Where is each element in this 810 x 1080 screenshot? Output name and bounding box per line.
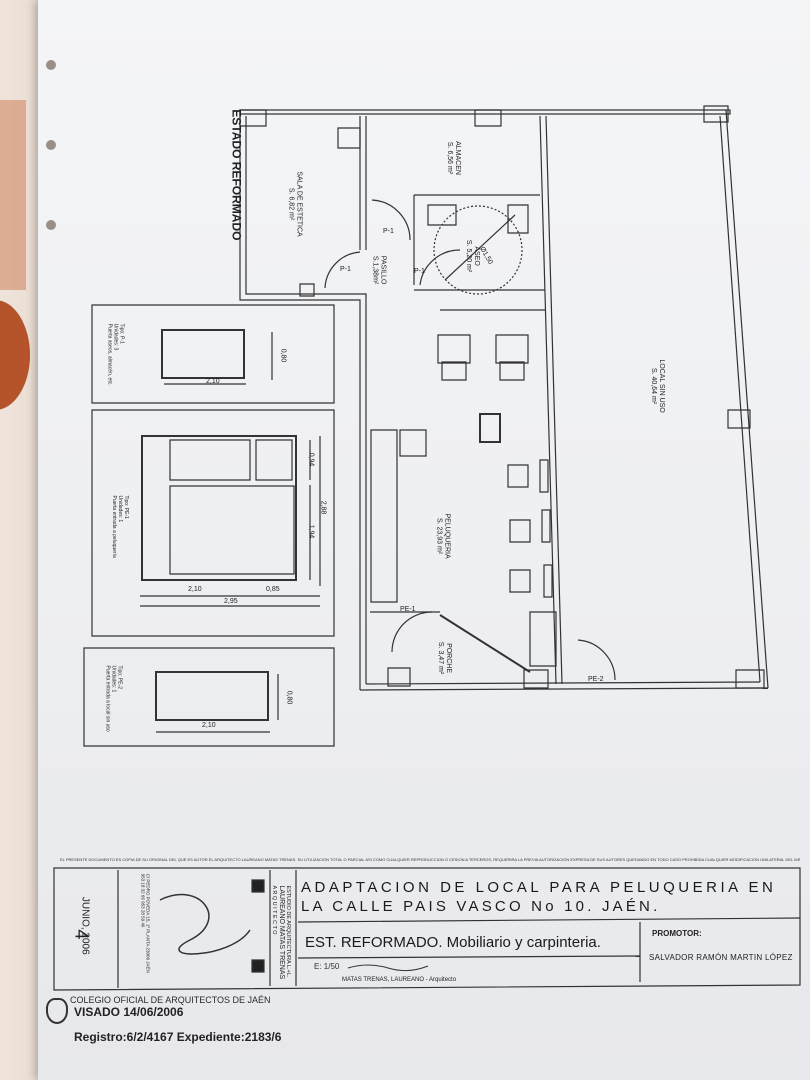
wall-left-inner bbox=[246, 116, 366, 684]
studio-address: C/ PEDRO POVEDA 15, 1º PLANTA 23009 JAÉN… bbox=[140, 873, 151, 973]
shampoo-basin-2 bbox=[496, 335, 528, 363]
door-pe1 bbox=[392, 612, 432, 652]
visado-date: VISADO 14/06/2006 bbox=[74, 1005, 184, 1019]
sink-fixture-sala bbox=[338, 128, 360, 148]
aseo-turning-circle bbox=[434, 206, 522, 294]
toilet-fixture bbox=[508, 205, 528, 233]
dim-pe1-h2: 1,94 bbox=[307, 524, 315, 539]
dim-pe1-h1: 0,94 bbox=[307, 452, 315, 467]
cabinet bbox=[530, 612, 556, 666]
dim-pe1-total: 2,95 bbox=[224, 598, 238, 605]
architect-caption: MATAS TRENAS, LAUREANO - Arquitecto bbox=[342, 977, 457, 983]
studio-block: ESTUDIO DE ARQUITECTURA L.+L. LAUREANO M… bbox=[270, 885, 292, 980]
chair-2 bbox=[500, 362, 524, 380]
door-p1-c bbox=[420, 250, 460, 285]
paper-sheet bbox=[38, 0, 810, 1080]
wall-right bbox=[726, 110, 768, 688]
shampoo-basin-1 bbox=[438, 335, 470, 363]
detail-frame-pe1 bbox=[92, 410, 334, 636]
college-name: COLEGIO OFICIAL DE ARQUITECTOS DE JAÉN bbox=[70, 995, 271, 1005]
dim-pe1-w2: 0,85 bbox=[266, 586, 280, 593]
chair-1 bbox=[442, 362, 466, 380]
wall-left-upper bbox=[240, 110, 360, 690]
wall-right-inner bbox=[720, 116, 760, 682]
sheet-date: JUNIO, 2006 bbox=[79, 896, 91, 955]
dim-pe1-ht: 2,88 bbox=[319, 500, 327, 515]
dim-pe1-w1: 2,10 bbox=[188, 586, 202, 593]
reception-desk bbox=[480, 414, 500, 442]
door-p1-b bbox=[325, 252, 360, 288]
promotor-label: PROMOTOR: bbox=[652, 929, 702, 938]
plan-heading: ESTADO REFORMADO bbox=[229, 109, 244, 241]
drawing-title: EST. REFORMADO. Mobiliario y carpinteria… bbox=[305, 934, 601, 951]
dim-p1-width: 2,10 bbox=[206, 378, 220, 385]
door-label-p1a: P-1 bbox=[383, 228, 394, 235]
background-object bbox=[0, 100, 26, 290]
drawing-scale: E: 1/50 bbox=[314, 962, 340, 971]
door-label-pe1: PE-1 bbox=[400, 606, 416, 613]
copyright-disclaimer: EL PRESENTE DOCUMENTO ES COPIA DE SU ORI… bbox=[60, 857, 800, 862]
door-p1-a bbox=[372, 200, 410, 240]
dim-pe2-height: 0,80 bbox=[285, 690, 293, 705]
dim-pe2-width: 2,10 bbox=[202, 722, 216, 729]
detail-frame-p1 bbox=[92, 305, 334, 403]
waiting-bench bbox=[371, 430, 397, 602]
promotor-name: SALVADOR RAMÓN MARTIN LÓPEZ bbox=[649, 953, 793, 962]
wall-divider-local2 bbox=[546, 116, 562, 684]
dim-p1-height: 0,80 bbox=[279, 348, 287, 363]
door-pe2 bbox=[578, 640, 615, 680]
wall-divider-local bbox=[540, 116, 556, 684]
wall-porche-diag bbox=[440, 615, 530, 672]
wall-bottom bbox=[360, 688, 768, 690]
door-label-p1c: P-1 bbox=[414, 268, 425, 275]
door-label-pe2: PE-2 bbox=[588, 676, 604, 683]
detail-frame-pe2 bbox=[84, 648, 334, 746]
wall-bottom-inner bbox=[366, 682, 760, 684]
titleblock-frame bbox=[54, 868, 800, 990]
door-label-p1b: P-1 bbox=[340, 266, 351, 273]
architect-signature bbox=[160, 895, 250, 954]
registro-expediente: Registro:6/2/4167 Expediente:2183/6 bbox=[74, 1030, 282, 1044]
project-title: ADAPTACION DE LOCAL PARA PELUQUERIA EN L… bbox=[301, 879, 777, 915]
college-seal-icon bbox=[46, 998, 68, 1024]
sink-fixture bbox=[428, 205, 456, 225]
